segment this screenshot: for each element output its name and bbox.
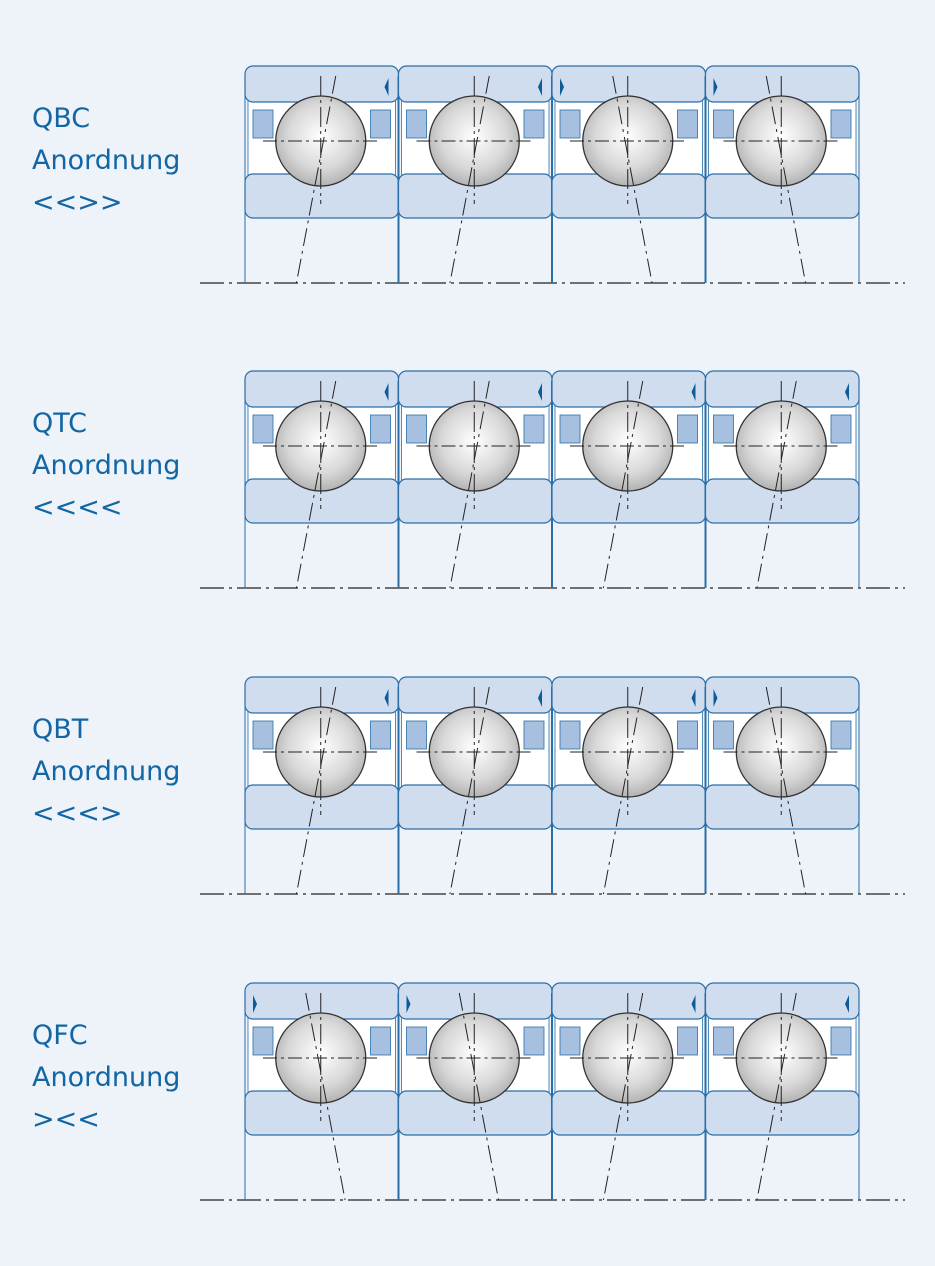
- bearing-1: [244, 676, 400, 895]
- arrangement-label: QBT Anordnung <<<>: [32, 709, 180, 835]
- bearing-set-diagram: [200, 65, 905, 284]
- contact-angle-line: [449, 75, 490, 284]
- arrangement-label: QFC Anordnung ><<: [32, 1015, 180, 1141]
- arrow-left-icon: [538, 689, 542, 707]
- contact-angle-line: [602, 992, 644, 1201]
- arrangement-row-qbt: QBT Anordnung <<<>: [0, 611, 935, 917]
- bearing-1: [244, 370, 400, 589]
- arrow-left-icon: [538, 78, 542, 96]
- arrow-left-icon: [384, 383, 389, 401]
- arrangement-row-qbc: QBC Anordnung <<>>: [0, 0, 935, 306]
- arrow-left-icon: [845, 995, 849, 1013]
- contact-angle-line: [765, 75, 807, 284]
- bearing-2: [397, 676, 553, 895]
- bearing-4: [704, 370, 860, 589]
- bearing-4: [704, 676, 860, 895]
- arrangement-symbol: <<<>: [32, 798, 123, 829]
- contact-angle-line: [295, 686, 337, 895]
- bearing-4: [704, 65, 860, 284]
- contact-angle-line: [449, 686, 490, 895]
- bearing-4: [704, 982, 860, 1201]
- contact-angle-line: [602, 380, 644, 589]
- arrangement-symbol: <<<<: [32, 492, 123, 523]
- arrow-left-icon: [384, 78, 389, 96]
- arrangement-word: Anordnung: [32, 450, 181, 481]
- arrangement-code: QTC: [32, 408, 88, 439]
- arrow-right-icon: [560, 78, 564, 96]
- arrangement-code: QFC: [32, 1020, 88, 1051]
- arrow-right-icon: [253, 995, 257, 1013]
- contact-angle-line: [602, 686, 644, 895]
- arrangement-symbol: <<>>: [32, 187, 123, 218]
- bearing-3: [551, 982, 707, 1201]
- contact-angle-line: [756, 992, 797, 1201]
- bearing-3: [551, 65, 707, 284]
- bearing-set-diagram: [200, 370, 905, 589]
- bearing-2: [397, 370, 553, 589]
- contact-angle-line: [765, 686, 807, 895]
- arrangement-code: QBT: [32, 714, 89, 745]
- arrangement-row-qfc: QFC Anordnung ><<: [0, 917, 935, 1223]
- contact-angle-line: [612, 75, 653, 284]
- arrow-left-icon: [845, 383, 849, 401]
- contact-angle-line: [295, 75, 337, 284]
- contact-angle-line: [295, 380, 337, 589]
- arrow-left-icon: [691, 689, 696, 707]
- bearing-1: [244, 65, 400, 284]
- bearing-1: [244, 982, 400, 1201]
- arrow-left-icon: [691, 995, 696, 1013]
- arrow-left-icon: [384, 689, 389, 707]
- arrow-left-icon: [538, 383, 542, 401]
- bearing-set-diagram: [200, 676, 905, 895]
- bearing-3: [551, 676, 707, 895]
- arrow-right-icon: [713, 78, 718, 96]
- arrangement-label: QTC Anordnung <<<<: [32, 403, 180, 529]
- arrangement-word: Anordnung: [32, 145, 181, 176]
- contact-angle-line: [458, 992, 500, 1201]
- arrangement-row-qtc: QTC Anordnung <<<<: [0, 305, 935, 611]
- bearing-2: [397, 982, 553, 1201]
- arrow-right-icon: [713, 689, 718, 707]
- contact-angle-line: [449, 380, 490, 589]
- arrangement-word: Anordnung: [32, 1062, 181, 1093]
- contact-angle-line: [756, 380, 797, 589]
- arrangement-code: QBC: [32, 103, 91, 134]
- arrow-left-icon: [691, 383, 696, 401]
- bearing-2: [397, 65, 553, 284]
- contact-angle-line: [305, 992, 346, 1201]
- arrow-right-icon: [406, 995, 411, 1013]
- bearing-3: [551, 370, 707, 589]
- arrangement-word: Anordnung: [32, 756, 181, 787]
- bearing-set-diagram: [200, 982, 905, 1201]
- arrangement-label: QBC Anordnung <<>>: [32, 98, 180, 224]
- arrangement-symbol: ><<: [32, 1104, 100, 1135]
